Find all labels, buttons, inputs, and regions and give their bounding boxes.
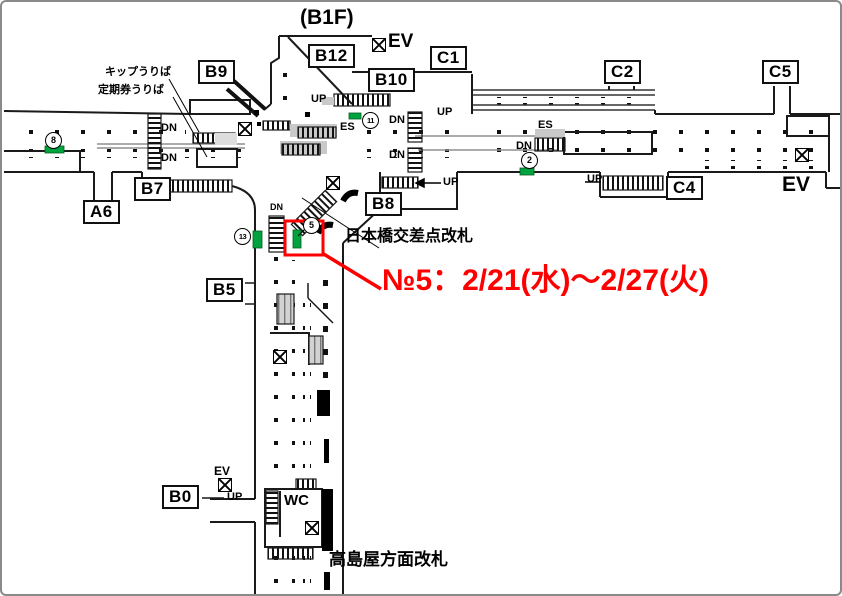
notice-text: №5：2/21(水)～2/27(火) xyxy=(382,264,709,297)
marker-11: 11 xyxy=(362,112,379,129)
marker-5: 5 xyxy=(303,217,320,234)
gate-nihonbashi-crossing: 日本橋交差点改札 xyxy=(345,228,474,245)
exit-c5: C5 xyxy=(762,60,799,84)
ev-label-b0: EV xyxy=(214,464,231,478)
elevator-icon xyxy=(273,350,287,364)
ev-label-right: EV xyxy=(782,173,811,196)
dn-label-crossing-1: DN xyxy=(389,114,405,126)
dn-label-left-1: DN xyxy=(161,122,177,134)
exit-b8: B8 xyxy=(365,192,402,216)
elevator-icon xyxy=(238,122,252,136)
up-label-b0: UP xyxy=(227,491,243,503)
dn-label-left-2: DN xyxy=(161,152,177,164)
up-label-c4: UP xyxy=(587,173,603,185)
up-label-b10: UP xyxy=(311,93,327,105)
up-arrowheads xyxy=(414,177,601,189)
dn-label-crossing-2: DN xyxy=(389,149,405,161)
wc-label: WC xyxy=(284,492,309,509)
up-label-b8: UP xyxy=(443,176,459,188)
marker-2: 2 xyxy=(521,152,538,169)
c1-crossing xyxy=(472,89,655,111)
black-structures xyxy=(254,110,333,590)
elevator-icon xyxy=(795,148,809,162)
b9-stairs xyxy=(225,79,267,118)
stairs-and-gates xyxy=(147,93,664,560)
exit-c2: C2 xyxy=(604,60,641,84)
ticket-office-label: キップうりば xyxy=(105,66,171,78)
exit-b5: B5 xyxy=(206,278,243,302)
elevator-icon xyxy=(305,521,319,535)
up-label-crossing: UP xyxy=(437,106,453,118)
exit-c1: C1 xyxy=(430,46,467,70)
elevator-icon xyxy=(326,176,340,190)
es-label-center: ES xyxy=(340,121,355,133)
ev-label-top: EV xyxy=(388,31,414,52)
exit-a6: A6 xyxy=(83,200,120,224)
floor-label: (B1F) xyxy=(300,6,354,29)
exit-b9: B9 xyxy=(198,60,235,84)
es-label-right: ES xyxy=(538,119,553,131)
gate-takashimaya: 高島屋方面改札 xyxy=(329,550,448,569)
marker-8: 8 xyxy=(45,132,62,149)
dn-label-gate: DN xyxy=(270,202,283,212)
exit-b10: B10 xyxy=(368,68,415,92)
commuter-pass-office-label: 定期券うりば xyxy=(98,84,164,96)
exit-b0: B0 xyxy=(162,485,199,509)
elevator-icon xyxy=(372,38,386,52)
elevator-icon xyxy=(218,478,232,492)
exit-b7: B7 xyxy=(134,177,171,201)
marker-13: 13 xyxy=(234,228,251,245)
column-dots xyxy=(16,62,832,593)
walls xyxy=(3,35,840,594)
dn-label-right: DN xyxy=(516,140,532,152)
exit-b12: B12 xyxy=(308,44,355,68)
exit-c4: C4 xyxy=(666,176,703,200)
